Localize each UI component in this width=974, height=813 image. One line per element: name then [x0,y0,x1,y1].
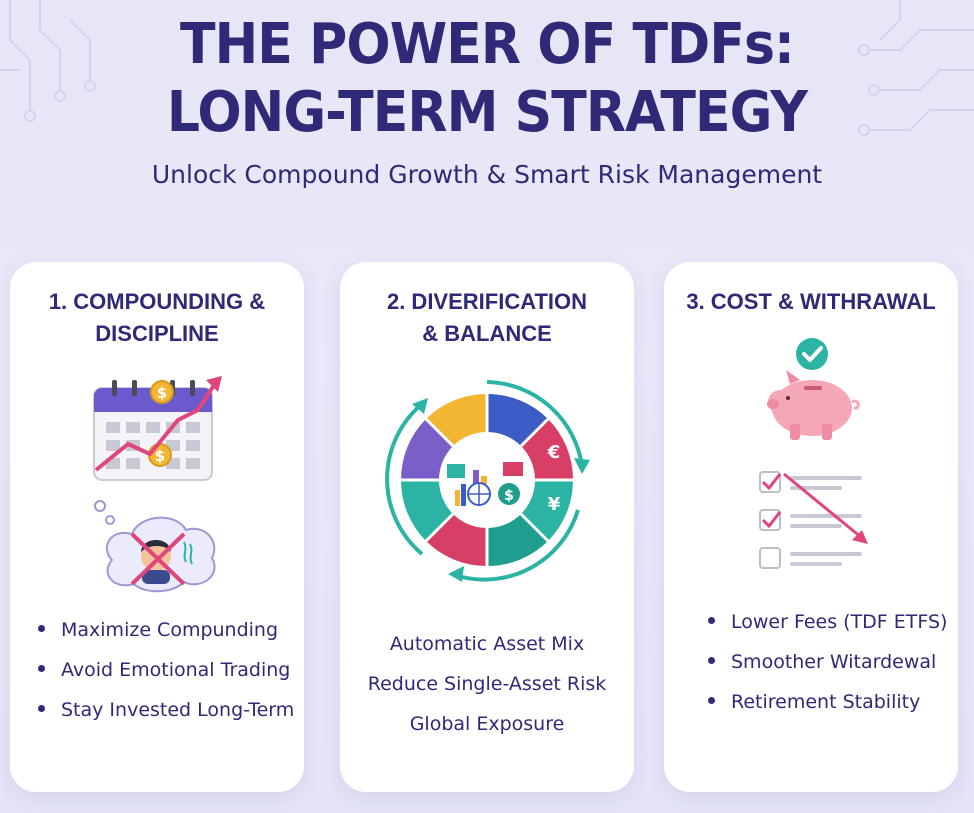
bullet-icon [708,697,715,704]
list-item: Avoid Emotional Trading [38,650,294,690]
svg-text:$: $ [504,488,514,504]
page-title-line2: LONG-TERM STRATEGY [166,80,808,145]
list-item: Maximize Compunding [38,610,294,650]
calendar-growth-icon: $ $ [93,376,222,481]
card-title-line1: 3. COST & WITHRAWAL [686,289,936,314]
page-title-line1: THE POWER OF TDFs: [180,12,795,77]
list-item: Global Exposure [409,713,565,735]
svg-text:$: $ [157,384,167,402]
card-title-line2: DISCIPLINE [95,321,219,346]
bullet-icon [708,617,715,624]
asset-wheel-icon: € ¥ $ [385,380,590,582]
svg-text:¥: ¥ [548,494,561,515]
svg-text:$: $ [155,447,165,465]
page-subtitle: Unlock Compound Growth & Smart Risk Mana… [151,160,823,189]
list-item-label: Smoother Witardewal [731,651,937,673]
list-item: Smoother Witardewal [708,642,947,682]
list-item-label: Stay Invested Long-Term [61,699,295,721]
list-item: Automatic Asset Mix [389,633,585,655]
list-item-label: Avoid Emotional Trading [61,659,291,681]
list-item-label: Maximize Compunding [61,619,279,641]
list-item: Lower Fees (TDF ETFS) [708,602,947,642]
bullet-icon [38,625,45,632]
list-item-label: Retirement Stability [731,691,921,713]
list-item-label: Lower Fees (TDF ETFS) [731,611,948,633]
card-title-line1: 1. COMPOUNDING & [48,289,266,314]
list-item: Retirement Stability [708,682,947,722]
card-title-line2: & BALANCE [422,321,552,346]
list-item: Reduce Single-Asset Risk [367,673,607,695]
card-bullet-list: Maximize Compunding Avoid Emotional Trad… [38,610,294,730]
bullet-icon [38,705,45,712]
svg-text:€: € [547,442,561,463]
piggy-bank-icon [767,338,860,440]
card-bullet-list: Lower Fees (TDF ETFS) Smoother Witardewa… [708,602,947,722]
checklist-declining-icon [759,471,868,569]
list-item: Stay Invested Long-Term [38,690,294,730]
emotional-trading-crossed-icon [94,500,216,593]
card-title-line1: 2. DIVERIFICATION [386,289,588,314]
card-compounding: 1. COMPOUNDING & DISCIPLINE $ $ [10,262,304,792]
bullet-icon [38,665,45,672]
card-center-list: Automatic Asset Mix Reduce Single-Asset … [340,624,634,744]
card-cost-withdrawal: 3. COST & WITHRAWAL Lower Fees (TDF ETFS… [664,262,958,792]
card-diversification: 2. DIVERIFICATION & BALANCE € ¥ [340,262,634,792]
bullet-icon [708,657,715,664]
